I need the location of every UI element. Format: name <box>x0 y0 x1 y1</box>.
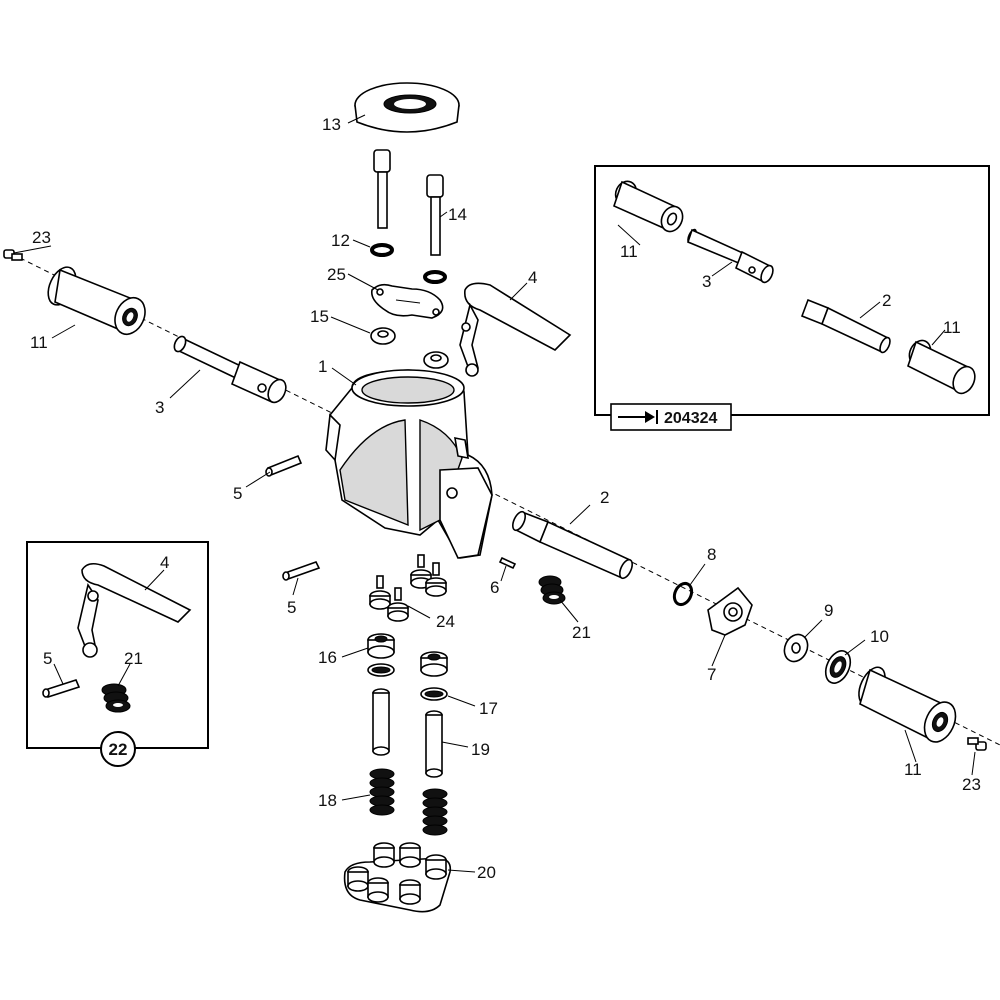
callout-10: 10 <box>870 627 889 646</box>
part-16-seal-left <box>367 633 395 659</box>
inset-part-3-shaft <box>687 228 774 284</box>
inset-part-2-pivot-shaft <box>800 298 891 354</box>
part-24-plug-2 <box>387 587 409 622</box>
callout-1: 1 <box>318 357 327 376</box>
kit-number-circle <box>100 731 136 767</box>
part-11-grip-right <box>858 666 957 743</box>
arrow-to-bar-icon <box>618 410 658 424</box>
callout-5-upper: 5 <box>233 484 242 503</box>
part-4-lever <box>459 282 572 377</box>
part-14-bolt-left <box>373 149 391 229</box>
part-15-bushing-right <box>423 351 449 369</box>
part-23-screw-left <box>3 249 23 261</box>
leader-lines <box>13 114 976 873</box>
callout-11-inset-b: 11 <box>943 318 961 337</box>
inset-alternate-parts-frame <box>594 165 990 416</box>
part-19-sleeve-right <box>425 710 443 778</box>
part-6-roll-pin <box>498 556 517 570</box>
callout-21-main: 21 <box>572 623 591 642</box>
part-3-shaft <box>173 335 287 404</box>
part-18-spring-right <box>422 788 448 836</box>
callout-14: 14 <box>448 205 467 224</box>
callout-21-inset: 21 <box>124 649 143 668</box>
callout-11-inset-a: 11 <box>620 242 638 261</box>
part-23-screw-right <box>967 737 987 751</box>
callout-2-inset: 2 <box>882 291 891 310</box>
callout-labels: 13 14 12 25 15 1 4 23 11 3 5 5 6 2 21 8 … <box>30 115 981 882</box>
callout-7: 7 <box>707 665 716 684</box>
part-5-pin-lower <box>282 561 321 581</box>
callout-4-inset: 4 <box>160 553 169 572</box>
callout-12: 12 <box>331 231 350 250</box>
part-19-sleeve-left <box>372 688 390 756</box>
callout-23-right: 23 <box>962 775 981 794</box>
callout-15: 15 <box>310 307 329 326</box>
inset-part-5-pin <box>42 679 81 698</box>
callout-19: 19 <box>471 740 490 759</box>
part-12-oring-right <box>423 270 447 284</box>
part-13-cap <box>354 82 460 133</box>
part-7-cam <box>707 586 753 636</box>
callout-3-main: 3 <box>155 398 164 417</box>
callout-11-left: 11 <box>30 333 48 352</box>
callout-23-left: 23 <box>32 228 51 247</box>
inset-code-text: 204324 <box>664 410 717 427</box>
part-24-plug-4 <box>425 562 447 597</box>
part-1-housing <box>325 369 493 559</box>
callout-6: 6 <box>490 578 499 597</box>
inset-part-21-spring <box>101 683 131 713</box>
part-20-base-plate <box>343 842 452 913</box>
kit-number-text: 22 <box>109 740 128 759</box>
part-11-grip-left <box>47 266 146 336</box>
part-12-oring-left <box>370 243 394 257</box>
callout-5-inset: 5 <box>43 649 52 668</box>
callout-8: 8 <box>707 545 716 564</box>
callout-9: 9 <box>824 601 833 620</box>
part-21-spring <box>538 575 566 605</box>
callout-13: 13 <box>322 115 341 134</box>
part-10-bearing <box>824 650 852 684</box>
callout-17: 17 <box>479 699 498 718</box>
callout-25: 25 <box>327 265 346 284</box>
part-9-washer <box>783 633 809 663</box>
part-14-bolt-right <box>426 174 444 256</box>
callout-16: 16 <box>318 648 337 667</box>
inset-part-11-sleeve-b <box>907 339 976 395</box>
part-17-washer-left <box>367 663 395 677</box>
callout-18: 18 <box>318 791 337 810</box>
part-17-washer-right <box>420 687 448 701</box>
callout-2-main: 2 <box>600 488 609 507</box>
part-24-plug-1 <box>369 575 391 610</box>
callout-11-right: 11 <box>904 760 922 779</box>
inset-part-11-sleeve-a <box>613 180 684 233</box>
part-15-bushing-left <box>370 327 396 345</box>
part-8-retaining-ring <box>672 581 694 607</box>
part-5-pin-upper <box>265 454 303 477</box>
part-16-seal-right <box>420 651 448 677</box>
callout-3-inset: 3 <box>702 272 711 291</box>
callout-4-main: 4 <box>528 268 537 287</box>
callout-20: 20 <box>477 863 496 882</box>
part-2-pivot-shaft <box>512 510 633 580</box>
part-18-spring-left <box>369 768 395 816</box>
inset-part-4-lever <box>77 562 192 658</box>
callout-24: 24 <box>436 612 455 631</box>
callout-5-lower: 5 <box>287 598 296 617</box>
part-25-gasket <box>370 283 444 319</box>
